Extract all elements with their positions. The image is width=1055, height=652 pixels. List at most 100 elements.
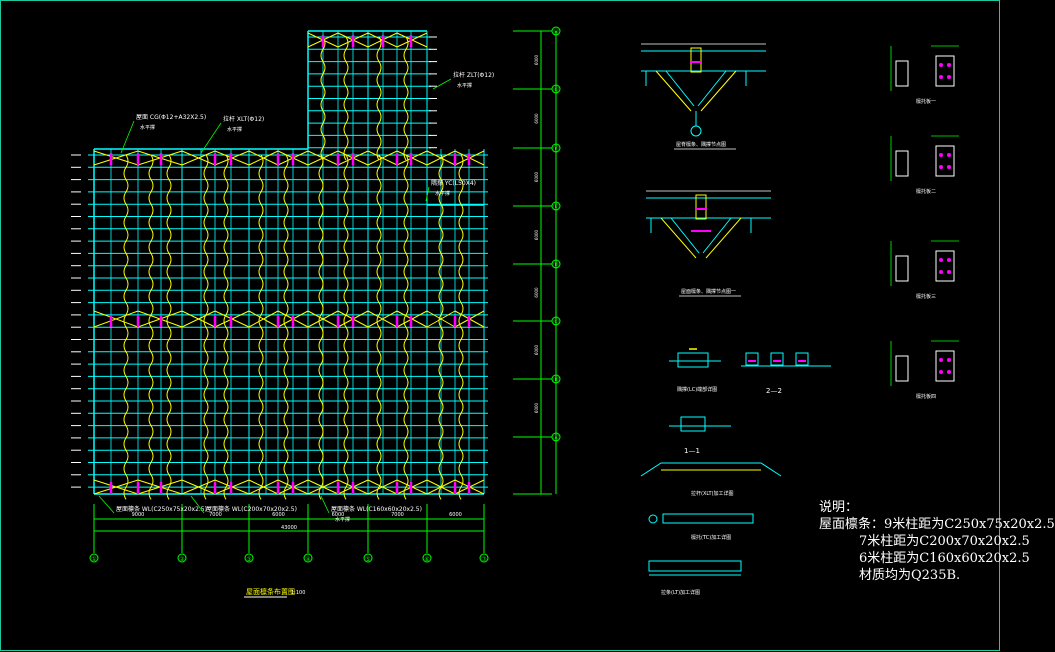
x-brace <box>93 310 139 328</box>
plate-hole <box>947 165 951 169</box>
row-axis-bubble <box>551 26 561 36</box>
dim-text: 7000 <box>209 512 222 518</box>
detail-brace <box>665 70 695 107</box>
plate-hole <box>947 153 951 157</box>
row-axis-bubble <box>551 201 561 211</box>
x-brace <box>181 310 216 328</box>
dim-total: 43000 <box>281 525 297 531</box>
column-axis-bubble <box>177 553 187 563</box>
callout-label: 屋面檩条 WL(C200x70x20x2.5) <box>206 505 297 513</box>
section-box <box>745 352 759 366</box>
strut-shape <box>662 513 754 524</box>
tie-rod <box>148 154 154 500</box>
plate-label: 檩托板四 <box>916 393 936 400</box>
callout-label: 隅撑 YC(L50X4) <box>431 179 476 187</box>
dim-text: 6000 <box>332 512 345 518</box>
tie-rod <box>458 154 464 500</box>
axis-dim-text: 6000 <box>534 54 539 65</box>
plan-scale: 1:100 <box>291 590 305 596</box>
plan-title: 屋面檩条布置图 <box>246 587 295 596</box>
column-axis-label: ⑦ <box>481 556 487 563</box>
column-axis-bubble <box>303 553 313 563</box>
axis-dim-text: 6000 <box>534 229 539 240</box>
row-axis-label: Ⓒ <box>553 318 559 326</box>
tie-rod <box>203 154 209 500</box>
brace-caption: 拉条(LT)加工详图 <box>661 589 700 596</box>
tie-rod <box>223 154 229 500</box>
plate-front <box>935 145 955 177</box>
callout-label: 屋面 CG(Φ12+A32X2.5) <box>136 114 206 121</box>
notes-title: 说明： <box>819 500 859 515</box>
x-brace <box>367 150 398 166</box>
row-axis-label: Ⓓ <box>553 261 559 269</box>
column-axis-bubble <box>422 553 432 563</box>
tie-rod <box>283 154 289 500</box>
row-axis-label: Ⓐ <box>553 434 559 442</box>
plate-side <box>895 255 909 282</box>
column-axis-label: ① <box>91 556 96 563</box>
column-axis-label: ③ <box>246 556 251 563</box>
tie-rod <box>343 154 349 500</box>
callout-leader <box>190 495 205 514</box>
tie-rod <box>123 154 129 500</box>
notes-line-2: 7米柱距为C200x70x20x2.5 <box>859 534 1030 549</box>
x-brace <box>426 479 456 495</box>
plate-hole <box>939 75 943 79</box>
callout-label: 屋面檩条 WL(C160x60x20x2.5) <box>331 505 422 513</box>
section-box <box>680 416 706 432</box>
axis-dim-text: 6000 <box>534 402 539 413</box>
axis-dim-text: 6000 <box>534 287 539 298</box>
notes-line-4: 材质均为Q235B. <box>859 568 961 583</box>
tie-rod <box>318 154 324 500</box>
row-axis-label: Ⓖ <box>553 86 559 94</box>
callout-sub: 水平撑 <box>227 126 242 133</box>
callout-leader <box>98 495 115 514</box>
tie-rod <box>376 36 382 161</box>
column-axis-bubble <box>89 553 99 563</box>
callout-label: 屋面檩条 WL(C250x75x20x2.5) <box>116 505 207 513</box>
plate-hole <box>939 165 943 169</box>
column-axis-label: ⑥ <box>424 556 429 563</box>
section-box <box>795 352 809 366</box>
row-axis-label: Ⓑ <box>553 376 559 384</box>
x-brace <box>93 150 139 166</box>
plate-hole <box>939 370 943 374</box>
x-brace <box>307 310 339 328</box>
plate-hole <box>947 63 951 67</box>
dim-text: 9000 <box>132 512 145 518</box>
x-brace <box>93 479 139 495</box>
callout-sub: 水平撑 <box>457 82 472 89</box>
plate-front <box>935 350 955 382</box>
plate-label: 檩托板一 <box>916 98 936 105</box>
detail-web <box>690 47 702 73</box>
detail-brace <box>660 217 697 259</box>
callout-sub: 水平撑 <box>335 516 350 523</box>
tie-rod <box>438 154 444 500</box>
callout-sub: 水平撑 <box>435 190 450 197</box>
row-axis-label: Ⓗ <box>553 28 559 36</box>
callout-leader <box>200 122 222 154</box>
plate-side <box>895 150 909 177</box>
plate-side <box>895 355 909 382</box>
tie-rod <box>403 154 409 500</box>
detail-title: 屋面檩条、隅撑节点图一 <box>681 288 736 295</box>
tie-rod <box>166 154 172 500</box>
callout-leader <box>120 120 135 154</box>
plate-hole <box>939 153 943 157</box>
column-axis-bubble <box>363 553 373 563</box>
tie-rod <box>320 36 326 161</box>
section-box <box>770 352 784 366</box>
plate-hole <box>947 75 951 79</box>
x-brace <box>367 479 398 495</box>
detail-title: 屋脊檩条、隅撑节点图 <box>676 141 726 148</box>
design-notes: 说明： 屋面檩条：9米柱距为C250x75x20x2.5 7米柱距为C200x7… <box>819 499 1055 584</box>
column-axis-bubble <box>244 553 254 563</box>
notes-line-1: 屋面檩条：9米柱距为C250x75x20x2.5 <box>819 517 1055 532</box>
yc-caption: 隅撑(LC)端部详图 <box>677 386 717 393</box>
axis-dim-text: 6000 <box>534 113 539 124</box>
row-axis-label: Ⓕ <box>553 145 559 153</box>
callout-sub: 水平撑 <box>140 124 155 131</box>
